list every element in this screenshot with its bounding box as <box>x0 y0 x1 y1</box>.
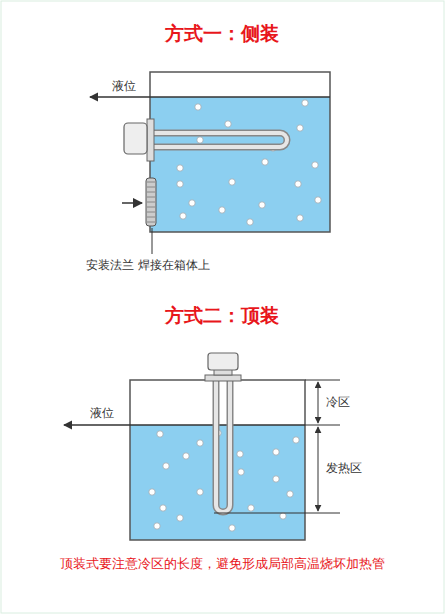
bubble <box>273 449 279 455</box>
side-heater <box>124 119 287 161</box>
liquid-level-line <box>64 424 305 425</box>
warning-note: 顶装式要注意冷区的长度，避免形成局部高温烧坏加热管 <box>60 556 385 571</box>
bubble <box>295 181 301 187</box>
bubble <box>237 451 243 457</box>
bubbles <box>177 100 321 225</box>
dimension-lines <box>214 380 340 513</box>
bubbles <box>149 430 299 531</box>
bubble <box>247 219 253 225</box>
bubble <box>197 137 203 143</box>
bubble <box>163 463 169 469</box>
bubble <box>157 431 163 437</box>
flange-rib <box>147 212 155 213</box>
bubble <box>177 165 183 171</box>
pointer-arrow <box>122 202 142 204</box>
bubble <box>183 453 189 459</box>
bubble <box>287 491 293 497</box>
flange-rib <box>147 222 155 223</box>
bubble <box>280 513 286 519</box>
flange-rib <box>147 192 155 193</box>
bubble <box>302 100 308 106</box>
flange-rib <box>147 187 155 188</box>
bubble <box>273 476 279 482</box>
flange-rib <box>147 197 155 198</box>
bubble <box>195 104 201 110</box>
bubble <box>297 215 303 221</box>
bubble <box>312 162 318 168</box>
bubble <box>293 437 299 443</box>
bubble <box>197 440 203 446</box>
section-heading: 方式二：顶装 <box>165 304 279 327</box>
cold-zone-label: 冷区 <box>326 395 350 409</box>
wall-flange <box>146 178 156 226</box>
section-heading: 方式一：侧装 <box>165 22 279 45</box>
bubble <box>315 197 321 203</box>
bubble <box>189 200 195 206</box>
flange-rib <box>147 217 155 218</box>
bubble <box>238 469 244 475</box>
bubble <box>154 523 160 529</box>
liquid-level-label: 液位 <box>112 79 136 93</box>
bubble <box>177 515 183 521</box>
flange-rib <box>147 207 155 208</box>
heating-zone-label: 发热区 <box>326 461 362 475</box>
bubble <box>149 489 155 495</box>
bubble <box>180 213 186 219</box>
bubble <box>259 202 265 208</box>
side-mount-tank <box>150 72 330 232</box>
flange-rib <box>147 182 155 183</box>
bubble <box>262 159 268 165</box>
bubble <box>229 525 235 531</box>
bubble <box>229 179 235 185</box>
bubble <box>248 505 254 511</box>
leader-line <box>152 228 153 254</box>
bubble <box>197 489 203 495</box>
bubble <box>225 121 231 127</box>
top-heater <box>205 353 241 512</box>
bubble <box>160 505 166 511</box>
bubble <box>177 181 183 187</box>
liquid-level-line <box>90 96 330 97</box>
bubble <box>219 207 225 213</box>
flange-rib <box>147 202 155 203</box>
top-mount-tank <box>130 380 305 540</box>
flange-note: 安装法兰 焊接在箱体上 <box>86 258 210 272</box>
bubble <box>297 125 303 131</box>
liquid-level-label: 液位 <box>90 406 114 420</box>
